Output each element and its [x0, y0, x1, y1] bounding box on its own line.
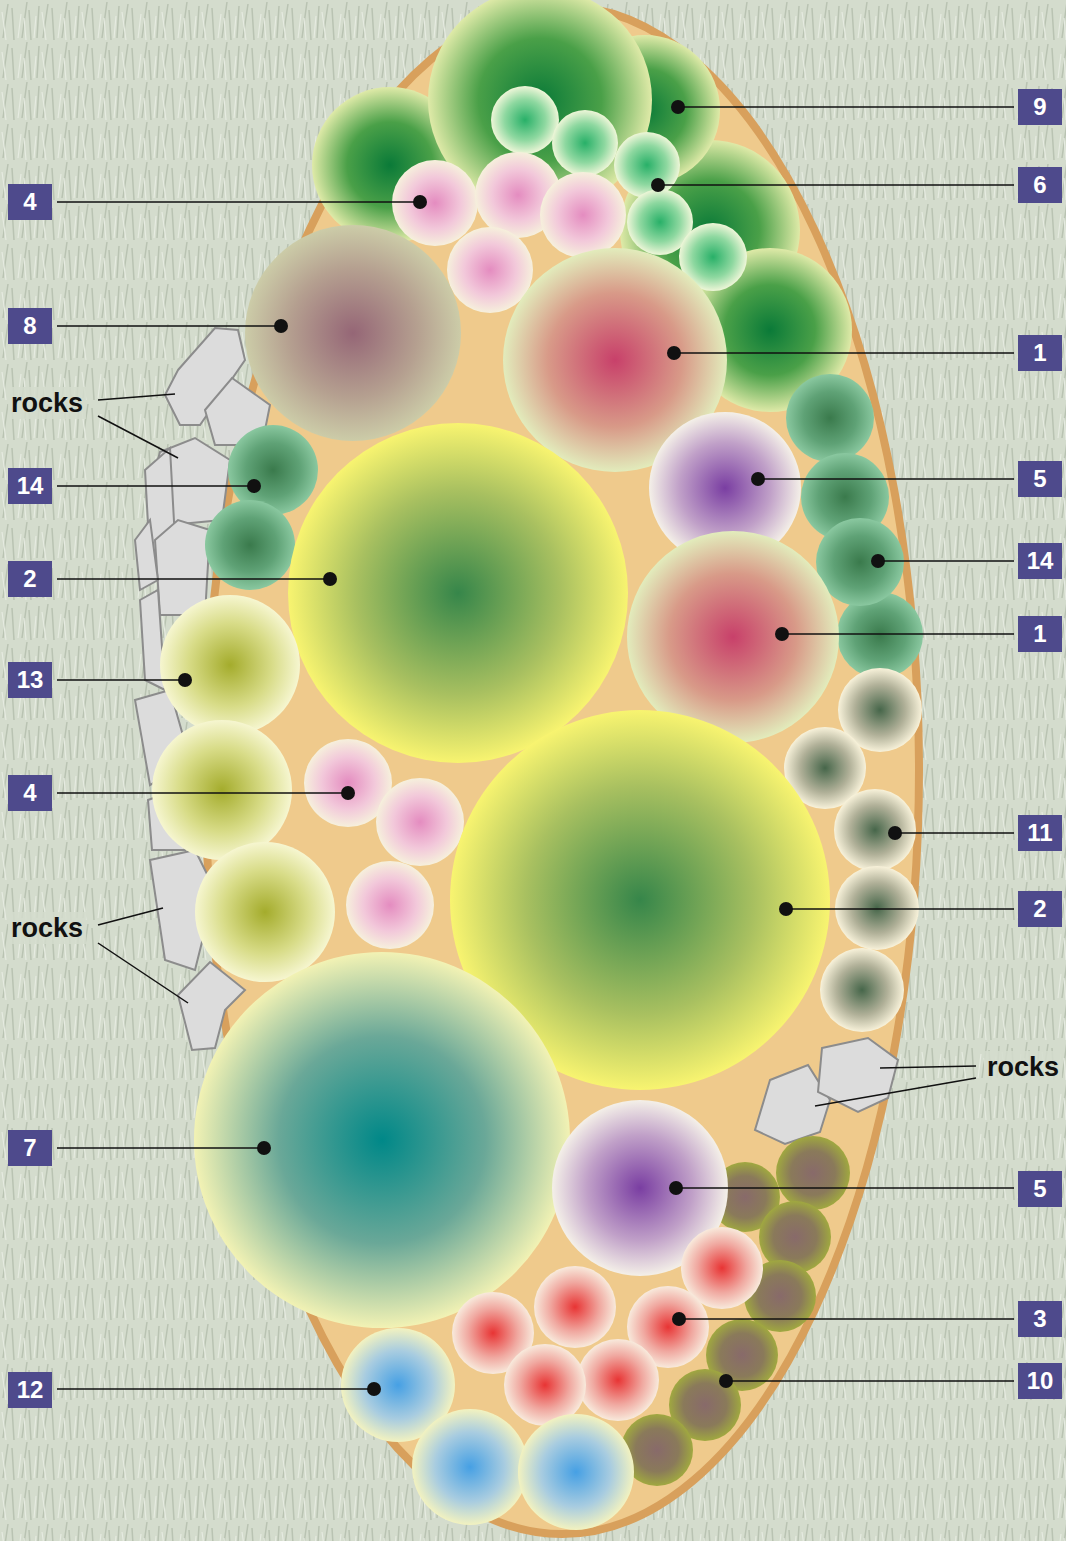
- callout-number: 4: [8, 775, 52, 811]
- callout-number: 1: [1018, 335, 1062, 371]
- rocks-label: rocks: [8, 387, 86, 419]
- callout-number: 6: [1018, 167, 1062, 203]
- callout-number: 7: [8, 1130, 52, 1166]
- callout-number: 10: [1018, 1363, 1062, 1399]
- callout-number: 11: [1018, 815, 1062, 851]
- callout-number: 1: [1018, 616, 1062, 652]
- rocks-label: rocks: [984, 1051, 1062, 1083]
- callout-number: 5: [1018, 1171, 1062, 1207]
- callout-number: 2: [8, 561, 52, 597]
- callout-number: 14: [1018, 543, 1062, 579]
- callout-number: 3: [1018, 1301, 1062, 1337]
- callout-number: 4: [8, 184, 52, 220]
- callout-number: 8: [8, 308, 52, 344]
- callout-number: 2: [1018, 891, 1062, 927]
- rocks-label: rocks: [8, 912, 86, 944]
- callout-number: 14: [8, 468, 52, 504]
- callout-number: 5: [1018, 461, 1062, 497]
- callout-number: 13: [8, 662, 52, 698]
- callout-number: 12: [8, 1372, 52, 1408]
- callout-number: 9: [1018, 89, 1062, 125]
